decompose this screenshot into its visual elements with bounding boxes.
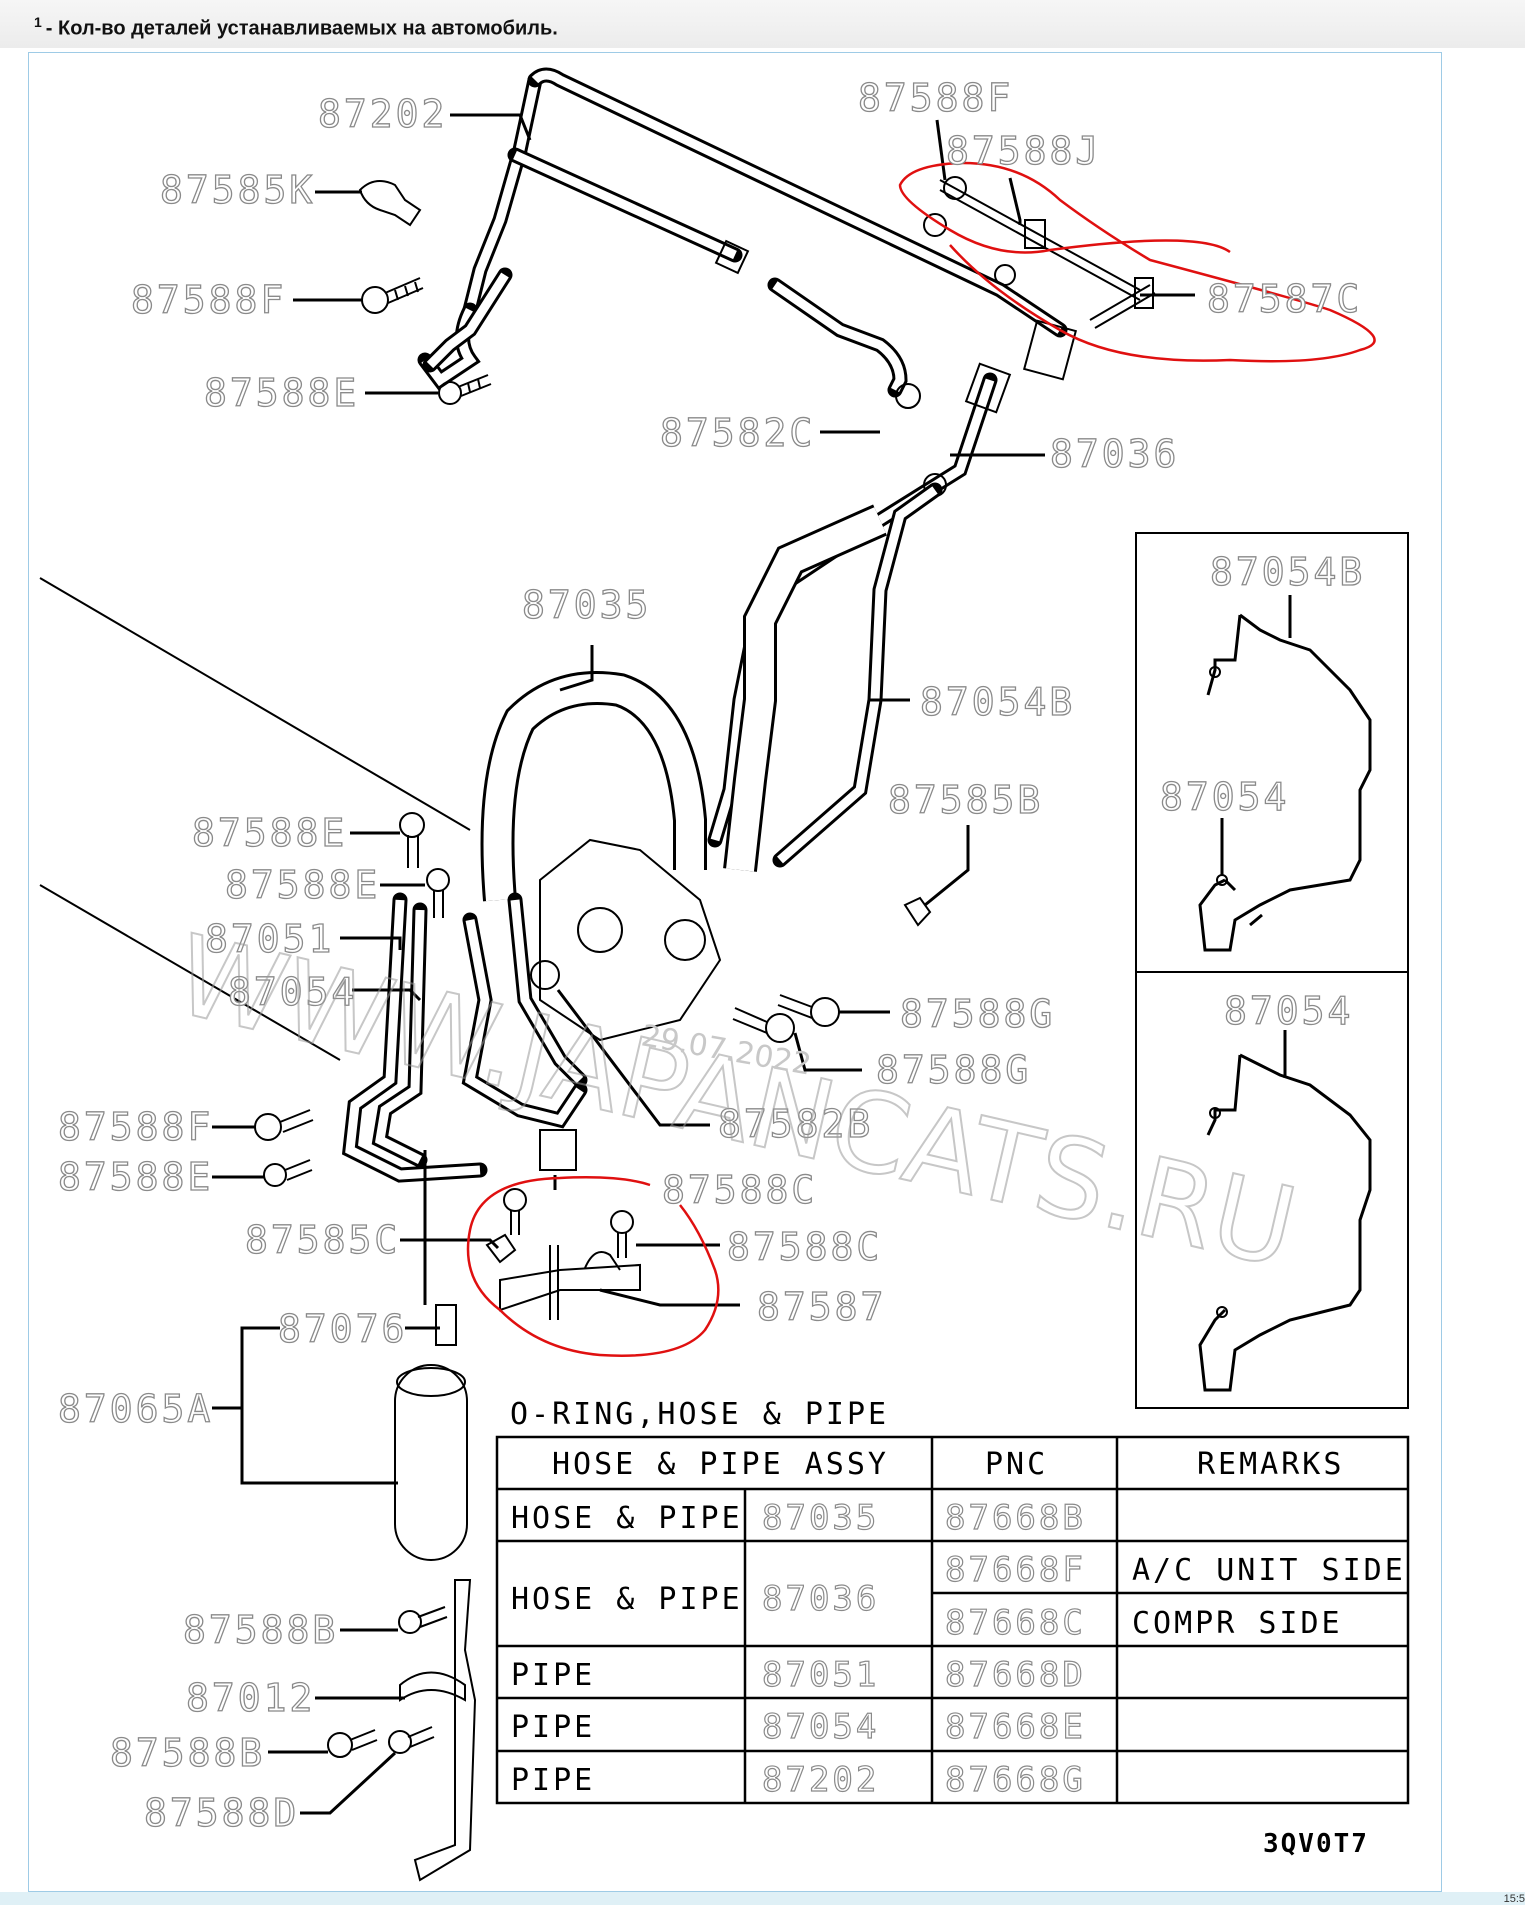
footnote-marker: 1 [34, 14, 42, 30]
bolt-87588E-top [438, 374, 492, 405]
label-87076: 87076 [278, 1307, 407, 1351]
row1-pnc: 87668B [945, 1498, 1086, 1538]
label-87054: 87054 [228, 970, 357, 1014]
row2-pnc: 87668F [945, 1550, 1086, 1590]
row4-pnc: 87668D [945, 1655, 1086, 1695]
bolt-87588G-b [732, 1007, 795, 1043]
inset-panels [1135, 532, 1409, 1409]
bolt-87588F-left [254, 1109, 314, 1141]
header-pnc: PNC [985, 1447, 1048, 1482]
header-remarks: REMARKS [1197, 1447, 1344, 1482]
label-87585B: 87585B [888, 778, 1043, 822]
footnote: 1- Кол-во деталей устанавливаемых на авт… [34, 14, 558, 41]
label-87588E-top: 87588E [204, 371, 359, 415]
label-87588C-a: 87588C [662, 1168, 817, 1212]
label-87035: 87035 [522, 583, 651, 627]
row6-pnc: 87668G [945, 1760, 1086, 1800]
part-labels: 87202 87585K 87588F 87588E 87588F 87588J… [57, 75, 1365, 1835]
row3-remarks: COMPR SIDE [1132, 1606, 1343, 1641]
label-87588F-left: 87588F [58, 1105, 213, 1149]
footnote-text: - Кол-во деталей устанавливаемых на авто… [45, 17, 558, 40]
clip-87585B [903, 896, 932, 927]
label-87588E-mid1: 87588E [192, 811, 347, 855]
label-87202: 87202 [318, 92, 447, 136]
bracket-87587 [485, 1188, 641, 1320]
top-bar [0, 0, 1525, 48]
bolt-87588E-mid1 [399, 812, 425, 868]
header-assy: HOSE & PIPE ASSY [552, 1447, 889, 1482]
row4-name: PIPE [511, 1658, 595, 1693]
label-87065A: 87065A [58, 1387, 213, 1431]
label-87012: 87012 [186, 1676, 315, 1720]
label-87588F-right: 87588F [858, 76, 1013, 120]
label-87588B-a: 87588B [183, 1608, 338, 1652]
bottom-bar [0, 1892, 1525, 1905]
label-87582B: 87582B [718, 1102, 873, 1146]
red-highlight-top [898, 161, 1376, 363]
label-87582C: 87582C [660, 411, 815, 455]
label-87036: 87036 [1050, 432, 1179, 476]
pipe-87202 [417, 67, 1068, 391]
table-title: O-RING,HOSE & PIPE [510, 1397, 889, 1432]
leader-lines [212, 113, 1195, 1815]
label-87588D: 87588D [144, 1791, 299, 1835]
label-87051: 87051 [205, 917, 334, 961]
pipe-87051-87054 [341, 892, 588, 1183]
bolt-87588G-a [777, 994, 840, 1027]
label-inset1-87054: 87054 [1160, 775, 1289, 819]
bolt-87588E-left [263, 1159, 313, 1187]
compressor [539, 838, 722, 1042]
label-87588F-top: 87588F [131, 278, 286, 322]
row2-assy: 87036 [762, 1579, 879, 1619]
clamp-87585K [358, 180, 422, 227]
label-87054B: 87054B [920, 680, 1075, 724]
parts-table: O-RING,HOSE & PIPE HOSE & PIPE ASSY PNC … [495, 1397, 1410, 1805]
row6-assy: 87202 [762, 1760, 879, 1800]
red-highlight-bottom [466, 1176, 720, 1357]
bolt-87588E-mid2 [426, 868, 450, 918]
nut-87582B [530, 960, 560, 990]
label-87588B-b: 87588B [110, 1731, 265, 1775]
label-87588E-mid2: 87588E [225, 863, 380, 907]
diagram-code: 3QV0T7 [1263, 1829, 1369, 1859]
row3-pnc: 87668C [945, 1603, 1086, 1643]
row4-assy: 87051 [762, 1655, 879, 1695]
label-inset1-87054B: 87054B [1210, 550, 1365, 594]
row5-assy: 87054 [762, 1707, 879, 1747]
row5-name: PIPE [511, 1710, 595, 1745]
label-87588J: 87588J [946, 129, 1101, 173]
label-87588G-b: 87588G [876, 1048, 1031, 1092]
row2-name: HOSE & PIPE [511, 1582, 743, 1617]
clamp-87587C [923, 176, 1156, 381]
label-87587C: 87587C [1207, 277, 1362, 321]
row6-name: PIPE [511, 1763, 595, 1798]
row1-name: HOSE & PIPE [511, 1501, 743, 1536]
row5-pnc: 87668E [945, 1707, 1086, 1747]
label-inset2-87054: 87054 [1224, 989, 1353, 1033]
label-87587: 87587 [757, 1285, 886, 1329]
label-87585C: 87585C [245, 1218, 400, 1262]
label-87588E-left: 87588E [58, 1155, 213, 1199]
row1-assy: 87035 [762, 1498, 879, 1538]
hose-87035 [480, 504, 887, 902]
condenser-edge-top [39, 577, 471, 831]
bolt-87588F-top [361, 277, 424, 314]
label-87588C-b: 87588C [727, 1225, 882, 1269]
row2-remarks: A/C UNIT SIDE [1132, 1553, 1406, 1588]
condenser-edge-bottom [39, 884, 341, 1061]
clock: 15:5 [1503, 1893, 1525, 1905]
receiver-drier-87065A [394, 1150, 468, 1561]
label-87585K: 87585K [160, 168, 315, 212]
bracket-87012 [327, 1579, 477, 1882]
label-87588G-a: 87588G [900, 992, 1055, 1036]
